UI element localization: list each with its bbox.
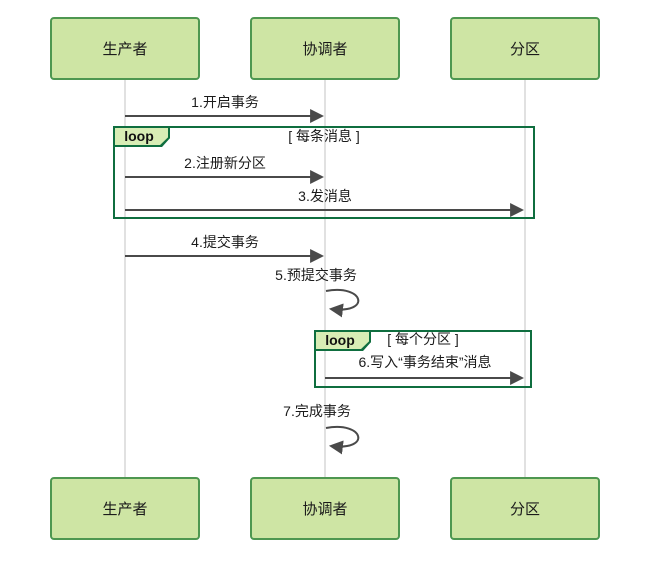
lifeline-partition	[524, 80, 526, 478]
message-label-2: 2.注册新分区	[184, 155, 266, 171]
message-label-1: 1.开启事务	[191, 94, 259, 110]
loop-operator-tab-1: loop	[113, 126, 170, 147]
message-label-6: 6.写入“事务结束”消息	[358, 354, 492, 370]
lifeline-producer	[124, 80, 126, 478]
actor-label: 分区	[509, 501, 540, 518]
actor-box-producer-bottom: 生产者	[50, 477, 200, 540]
message-label-5: 5.预提交事务	[275, 267, 357, 283]
loop-condition-per-message: [ 每条消息 ]	[288, 128, 360, 144]
actor-label: 协调者	[302, 501, 348, 518]
actor-label: 协调者	[302, 41, 348, 58]
loop-frame-per-message	[113, 126, 535, 219]
actor-box-coordinator-bottom: 协调者	[250, 477, 400, 540]
loop-operator-tab-2: loop	[314, 330, 371, 351]
loop-tab-fill	[115, 128, 168, 145]
message-label-4: 4.提交事务	[191, 234, 259, 250]
actor-label: 生产者	[102, 501, 148, 518]
message-label-3: 3.发消息	[298, 188, 352, 204]
actor-box-coordinator-top: 协调者	[250, 17, 400, 80]
actor-label: 分区	[509, 41, 540, 58]
lifeline-coordinator	[324, 80, 326, 478]
actor-label: 生产者	[102, 41, 148, 58]
self-loop-complete	[325, 425, 360, 455]
actor-box-partition-top: 分区	[450, 17, 600, 80]
loop-operator-label: loop	[124, 127, 154, 144]
actor-box-producer-top: 生产者	[50, 17, 200, 80]
loop-condition-per-partition: [ 每个分区 ]	[387, 331, 459, 347]
loop-operator-label: loop	[325, 331, 355, 348]
message-label-7: 7.完成事务	[283, 403, 351, 419]
loop-tab-fill	[316, 332, 369, 349]
self-loop-precommit	[325, 288, 360, 318]
actor-box-partition-bottom: 分区	[450, 477, 600, 540]
loop-frame-per-partition	[314, 330, 532, 388]
